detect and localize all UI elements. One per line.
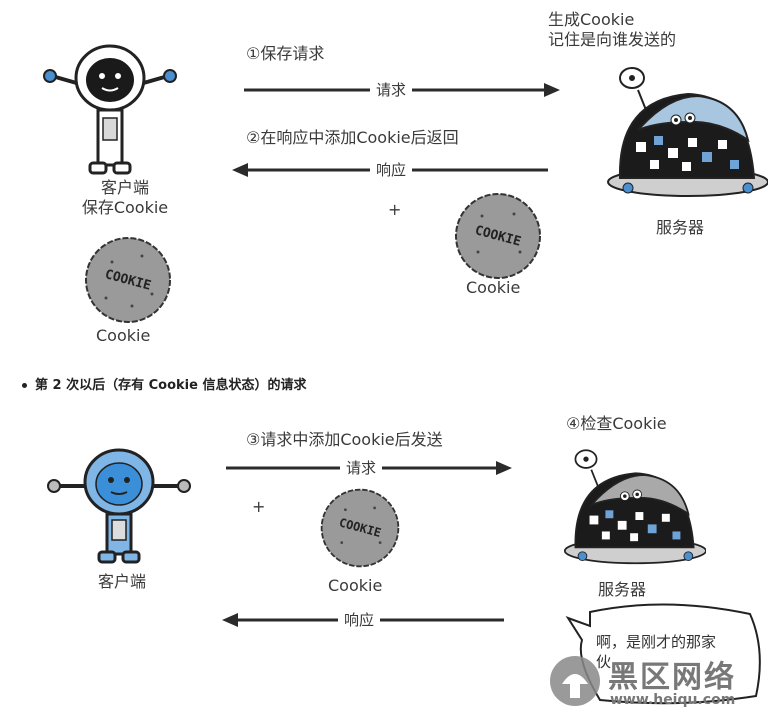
step3-label: ③请求中添加Cookie后发送 xyxy=(246,430,443,449)
client-label-line1: 客户端 xyxy=(100,178,149,197)
server-robot-top xyxy=(607,67,768,197)
server-note-line1: 生成Cookie xyxy=(548,10,635,29)
client-label-line2: 保存Cookie xyxy=(81,198,169,217)
speech-bubble-text: 啊，是刚才的那家伙 xyxy=(596,633,717,671)
request-label-top: 请求 xyxy=(370,81,413,99)
watermark-logo-icon xyxy=(550,656,600,706)
cookie-label-bottom: Cookie xyxy=(328,576,383,595)
plus-top: + xyxy=(388,200,402,219)
cookie-top-left: COOKIE xyxy=(85,237,171,323)
client-robot-top xyxy=(43,44,177,175)
response-label-top: 响应 xyxy=(370,161,413,179)
cookie-top-right: COOKIE xyxy=(455,193,541,279)
watermark-url: www.heiqu.com xyxy=(610,692,736,708)
client-label-bottom: 客户端 xyxy=(98,572,147,591)
section2-title: 第 2 次以后（存有 Cookie 信息状态）的请求 xyxy=(22,374,306,393)
client-robot-bottom xyxy=(47,448,191,564)
section2-title-text: 第 2 次以后（存有 Cookie 信息状态）的请求 xyxy=(35,378,307,393)
server-note-line2: 记住是向谁发送的 xyxy=(548,30,677,49)
step1-label: ①保存请求 xyxy=(246,44,325,63)
server-label-bottom: 服务器 xyxy=(598,580,647,599)
plus-bottom: + xyxy=(252,497,266,516)
server-label-top: 服务器 xyxy=(656,218,705,237)
cookie-bottom: COOKIE xyxy=(320,488,400,568)
server-robot-bottom xyxy=(563,449,706,565)
cookie-label-right: Cookie xyxy=(466,278,521,297)
watermark: 黑区网络 www.heiqu.com xyxy=(548,650,774,712)
request-label-bottom: 请求 xyxy=(340,459,383,477)
client-label-top: 客户端 保存Cookie xyxy=(70,178,180,218)
bullet-dot xyxy=(22,383,27,388)
step2-label: ②在响应中添加Cookie后返回 xyxy=(246,128,459,147)
server-note: 生成Cookie 记住是向谁发送的 xyxy=(548,10,676,50)
watermark-brand: 黑区网络 xyxy=(608,660,736,695)
step4-label: ④检查Cookie xyxy=(566,414,667,433)
cookie-label-left: Cookie xyxy=(96,326,151,345)
response-label-bottom: 响应 xyxy=(338,611,381,629)
